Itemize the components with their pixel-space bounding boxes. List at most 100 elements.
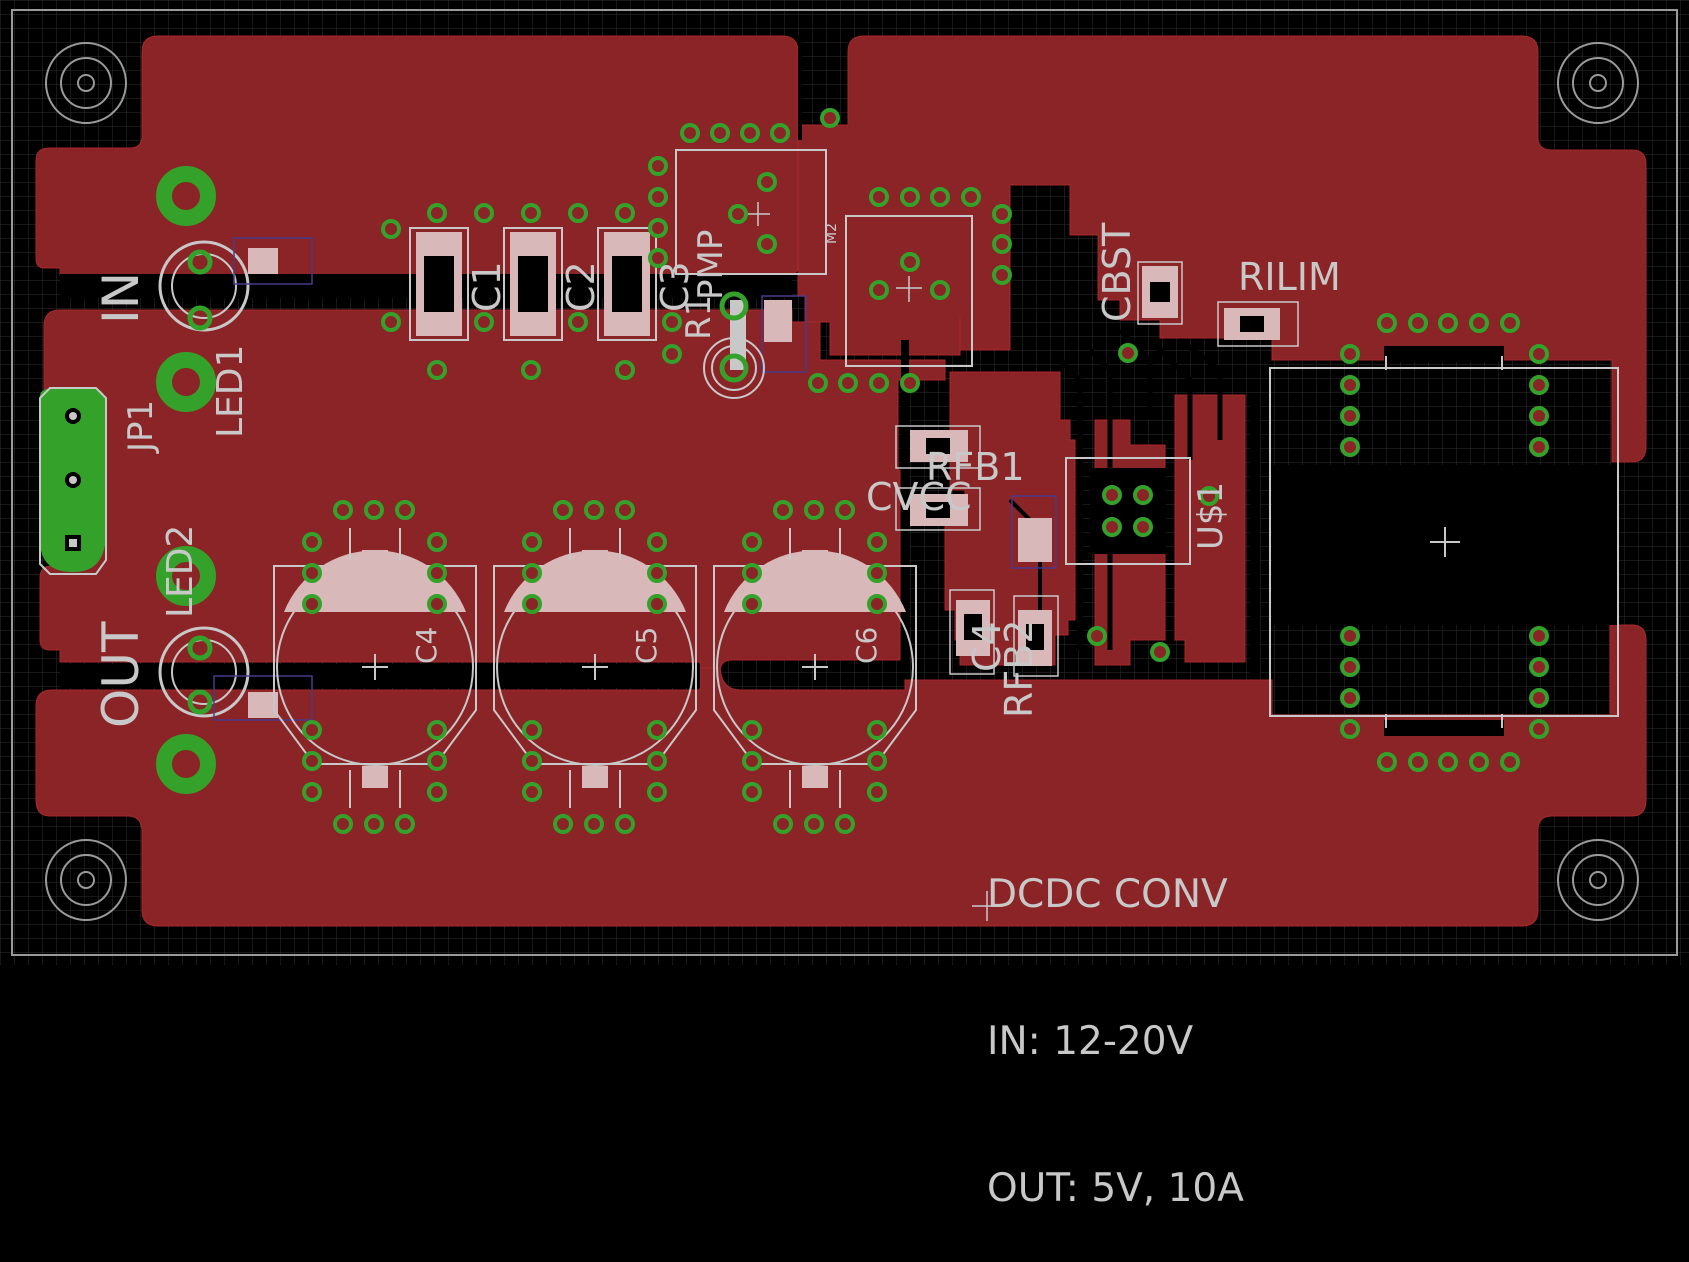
led1[interactable] xyxy=(158,237,313,332)
via xyxy=(1469,752,1489,772)
via xyxy=(1118,343,1138,363)
via xyxy=(869,187,889,207)
via xyxy=(740,123,760,143)
inductor[interactable] xyxy=(1269,346,1619,736)
via xyxy=(1500,313,1520,333)
via xyxy=(364,814,384,834)
via xyxy=(1529,688,1549,708)
c2-cap xyxy=(503,227,563,341)
label-cvcc: CVCC xyxy=(866,475,972,519)
via xyxy=(1438,313,1458,333)
via xyxy=(1340,688,1360,708)
via xyxy=(584,500,604,520)
ic-u1[interactable] xyxy=(1065,457,1191,565)
via xyxy=(427,782,447,802)
via xyxy=(820,108,840,128)
via xyxy=(381,219,401,239)
via xyxy=(770,123,790,143)
via xyxy=(1529,375,1549,395)
via xyxy=(869,280,889,300)
via xyxy=(1340,437,1360,457)
via xyxy=(1377,313,1397,333)
via xyxy=(835,500,855,520)
via xyxy=(302,720,322,740)
via xyxy=(302,563,322,583)
label-led1: LED1 xyxy=(210,345,251,438)
via xyxy=(522,720,542,740)
label-pmp: PMP xyxy=(691,230,731,300)
cbst-cap xyxy=(1137,261,1183,325)
via xyxy=(930,187,950,207)
via xyxy=(647,594,667,614)
rilim-res xyxy=(1217,301,1299,347)
via xyxy=(333,814,353,834)
input-capacitors[interactable] xyxy=(409,227,657,341)
mosfet-m2[interactable] xyxy=(675,149,973,367)
output-capacitors[interactable] xyxy=(273,528,917,808)
via xyxy=(742,594,762,614)
via xyxy=(647,720,667,740)
via xyxy=(615,203,635,223)
via xyxy=(992,234,1012,254)
via xyxy=(992,204,1012,224)
mounting-hole-tr xyxy=(1557,42,1639,124)
via xyxy=(364,500,384,520)
via xyxy=(427,594,447,614)
via xyxy=(395,814,415,834)
via xyxy=(867,751,887,771)
via xyxy=(838,373,858,393)
via xyxy=(1087,626,1107,646)
c4-elcap xyxy=(273,528,477,808)
label-c5: C5 xyxy=(630,627,663,664)
via xyxy=(647,563,667,583)
label-c1: C1 xyxy=(465,261,509,312)
via xyxy=(869,373,889,393)
via xyxy=(302,594,322,614)
via xyxy=(742,782,762,802)
via xyxy=(1340,719,1360,739)
via xyxy=(615,360,635,380)
jp1-connector[interactable] xyxy=(39,387,107,575)
label-rfb2: RFB2 xyxy=(997,619,1041,718)
label-out: OUT xyxy=(92,621,150,728)
label-r1: R1 xyxy=(679,295,719,340)
c3-cap xyxy=(597,227,657,341)
c4small-cap xyxy=(949,589,995,675)
via xyxy=(647,751,667,771)
via xyxy=(427,360,447,380)
r1-resistor[interactable] xyxy=(703,291,807,399)
label-m2: M2 xyxy=(824,223,840,244)
via xyxy=(522,563,542,583)
label-c4: C4 xyxy=(410,627,443,664)
pcb-board-canvas[interactable]: IN OUT JP1 LED1 LED2 C1 C2 C3 R1 PMP M2 … xyxy=(0,0,1689,965)
via xyxy=(302,751,322,771)
label-rilim: RILIM xyxy=(1238,255,1341,299)
via xyxy=(1529,657,1549,677)
via xyxy=(615,814,635,834)
via xyxy=(808,373,828,393)
via xyxy=(427,203,447,223)
via xyxy=(1150,642,1170,662)
board-outline xyxy=(11,9,1678,956)
via xyxy=(867,782,887,802)
via xyxy=(1340,406,1360,426)
rfb2-res xyxy=(1013,595,1059,677)
title-block: DCDC CONV IN: 12-20V OUT: 5V, 10A xyxy=(987,772,1244,1262)
via xyxy=(867,720,887,740)
label-c4small: C4 xyxy=(965,621,1009,672)
via xyxy=(521,203,541,223)
mounting-hole-br xyxy=(1557,839,1639,921)
via xyxy=(1500,752,1520,772)
via xyxy=(867,532,887,552)
via xyxy=(584,814,604,834)
via xyxy=(302,782,322,802)
via xyxy=(1529,437,1549,457)
via xyxy=(553,814,573,834)
via xyxy=(1340,626,1360,646)
power-pads[interactable] xyxy=(156,166,216,794)
c6-elcap xyxy=(713,528,917,808)
via xyxy=(1340,657,1360,677)
small-smd-parts[interactable] xyxy=(895,261,1299,677)
label-in: IN xyxy=(92,272,150,324)
via xyxy=(647,782,667,802)
